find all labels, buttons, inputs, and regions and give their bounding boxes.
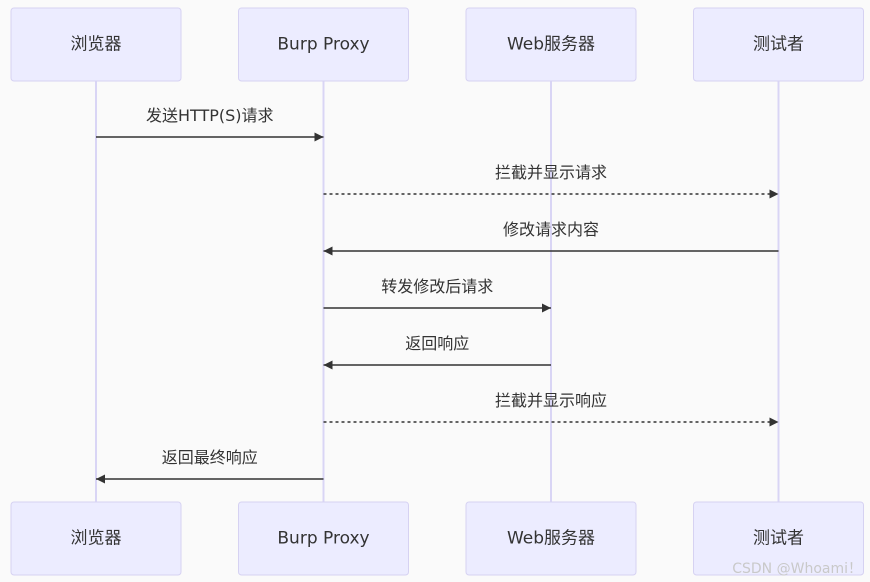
actor-label: 测试者	[753, 35, 804, 55]
actor-label: 浏览器	[71, 529, 122, 549]
actor-burp-bottom: Burp Proxy	[238, 501, 409, 576]
message-label: 返回最终响应	[162, 448, 258, 467]
actors-top: 浏览器 Burp Proxy Web服务器 测试者	[10, 7, 864, 82]
actor-box	[465, 501, 637, 576]
actor-server-bottom: Web服务器	[465, 501, 637, 576]
message-6: 拦截并显示响应	[323, 391, 779, 427]
lifelines	[95, 81, 780, 502]
message-label: 转发修改后请求	[381, 277, 493, 296]
actor-server-top: Web服务器	[465, 7, 637, 82]
actor-box	[465, 7, 637, 82]
actor-burp-top: Burp Proxy	[238, 7, 409, 82]
actor-box	[238, 501, 409, 576]
actor-box	[10, 7, 182, 82]
actor-label: 浏览器	[71, 35, 122, 55]
messages: 发送HTTP(S)请求拦截并显示请求修改请求内容转发修改后请求返回响应拦截并显示…	[96, 106, 779, 484]
watermark: CSDN @Whoami！	[732, 561, 862, 577]
actor-box	[238, 7, 409, 82]
message-label: 发送HTTP(S)请求	[146, 106, 274, 125]
message-5: 返回响应	[323, 334, 551, 370]
actor-label: Web服务器	[507, 35, 595, 55]
actor-label: 测试者	[753, 529, 804, 549]
actor-label: Web服务器	[507, 529, 595, 549]
message-label: 返回响应	[405, 334, 469, 353]
message-label: 拦截并显示响应	[495, 391, 607, 410]
message-7: 返回最终响应	[96, 448, 324, 484]
actor-box	[10, 501, 182, 576]
message-1: 发送HTTP(S)请求	[96, 106, 324, 142]
message-label: 拦截并显示请求	[495, 163, 607, 182]
message-2: 拦截并显示请求	[323, 163, 779, 199]
actor-box	[693, 7, 864, 82]
actor-tester-bottom: 测试者	[693, 501, 864, 576]
message-4: 转发修改后请求	[323, 277, 551, 313]
message-label: 修改请求内容	[503, 220, 599, 239]
actors-bottom: 浏览器 Burp Proxy Web服务器 测试者	[10, 501, 864, 576]
actor-box	[693, 501, 864, 576]
actor-label: Burp Proxy	[277, 529, 369, 549]
actor-tester-top: 测试者	[693, 7, 864, 82]
message-3: 修改请求内容	[323, 220, 779, 256]
actor-browser-top: 浏览器	[10, 7, 182, 82]
actor-label: Burp Proxy	[277, 35, 369, 55]
actor-browser-bottom: 浏览器	[10, 501, 182, 576]
